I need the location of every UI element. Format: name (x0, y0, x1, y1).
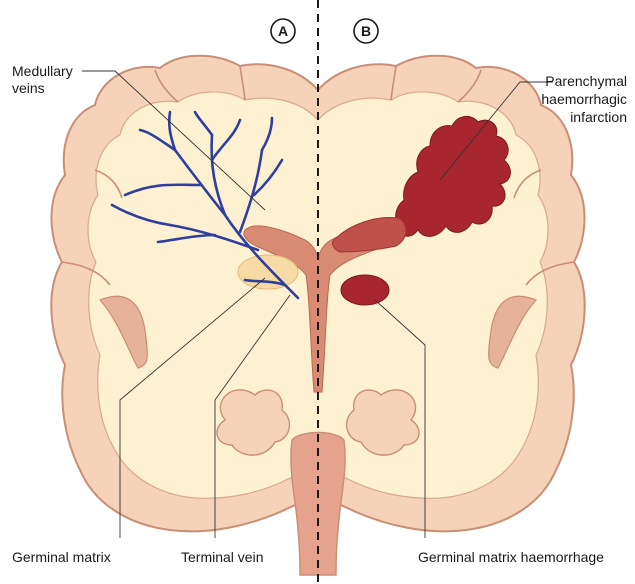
label-medullary-veins-2: veins (12, 80, 45, 96)
label-parenchymal-3: infarction (570, 109, 627, 125)
label-germinal-matrix-haemorrhage: Germinal matrix haemorrhage (418, 549, 604, 565)
panel-a-label: A (278, 23, 288, 39)
label-germinal-matrix: Germinal matrix (12, 549, 111, 565)
label-parenchymal-2: haemorrhagic (541, 91, 627, 107)
label-terminal-vein: Terminal vein (181, 549, 263, 565)
panel-a-marker: A (271, 19, 295, 43)
germinal-matrix-left (238, 255, 298, 289)
panel-b-label: B (361, 23, 371, 39)
panel-b-marker: B (354, 19, 378, 43)
germinal-matrix-haemorrhage (341, 275, 389, 305)
label-medullary-veins-1: Medullary (12, 63, 73, 79)
label-parenchymal-1: Parenchymal (545, 73, 627, 89)
